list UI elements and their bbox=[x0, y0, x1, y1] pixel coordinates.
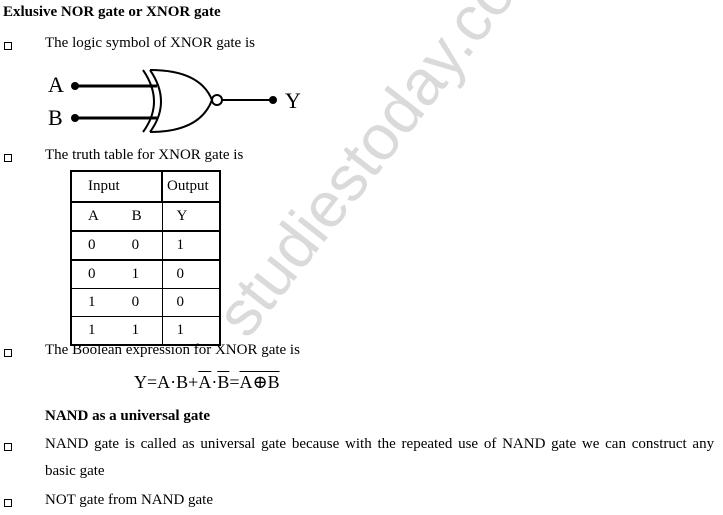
subheader-y: Y bbox=[161, 201, 221, 232]
cell: 0 bbox=[121, 288, 163, 317]
boolean-text: The Boolean expression for XNOR gate is bbox=[45, 342, 300, 358]
truth-text: The truth table for XNOR gate is bbox=[45, 147, 244, 163]
symbol-text: The logic symbol of XNOR gate is bbox=[45, 35, 255, 51]
boolean-expression: Y=A·B+A·B=A⊕B bbox=[134, 372, 280, 393]
bullet-icon bbox=[4, 42, 12, 50]
bullet-icon bbox=[4, 499, 12, 507]
cell: 0 bbox=[70, 259, 122, 289]
expr-b-bar: B bbox=[217, 372, 230, 392]
universal-text: NAND gate is called as universal gate be… bbox=[45, 436, 715, 452]
subheader-b: B bbox=[121, 201, 163, 232]
expr-a-bar: A bbox=[198, 372, 212, 392]
expr-eq: = bbox=[229, 372, 240, 392]
cell: 0 bbox=[121, 230, 163, 261]
expr-xnor: A⊕B bbox=[239, 372, 280, 392]
cell: 1 bbox=[121, 316, 163, 346]
cell: 1 bbox=[161, 230, 221, 261]
cell: 0 bbox=[161, 288, 221, 317]
cell: 0 bbox=[70, 230, 122, 261]
watermark: studiestoday.com bbox=[201, 0, 563, 350]
cell: 1 bbox=[161, 316, 221, 346]
section-title: Exlusive NOR gate or XNOR gate bbox=[3, 4, 221, 20]
header-input: Input bbox=[70, 170, 163, 203]
xnor-gate-diagram: A B Y bbox=[40, 64, 330, 139]
bullet-icon bbox=[4, 349, 12, 357]
expr-lhs: Y=A·B+ bbox=[134, 372, 199, 392]
bullet-icon bbox=[4, 443, 12, 451]
header-output: Output bbox=[161, 170, 221, 203]
cell: 0 bbox=[161, 259, 221, 289]
universal-text-cont: basic gate bbox=[45, 463, 105, 479]
gate-input-a: A bbox=[48, 72, 64, 97]
bullet-icon bbox=[4, 154, 12, 162]
not-gate-text: NOT gate from NAND gate bbox=[45, 492, 214, 508]
gate-output-y: Y bbox=[285, 88, 301, 113]
gate-input-b: B bbox=[48, 105, 63, 130]
expr-dot: · bbox=[211, 372, 218, 392]
subheader-a: A bbox=[70, 201, 122, 232]
nand-heading: NAND as a universal gate bbox=[45, 408, 210, 424]
cell: 1 bbox=[70, 288, 122, 317]
cell: 1 bbox=[70, 316, 122, 346]
cell: 1 bbox=[121, 259, 163, 289]
